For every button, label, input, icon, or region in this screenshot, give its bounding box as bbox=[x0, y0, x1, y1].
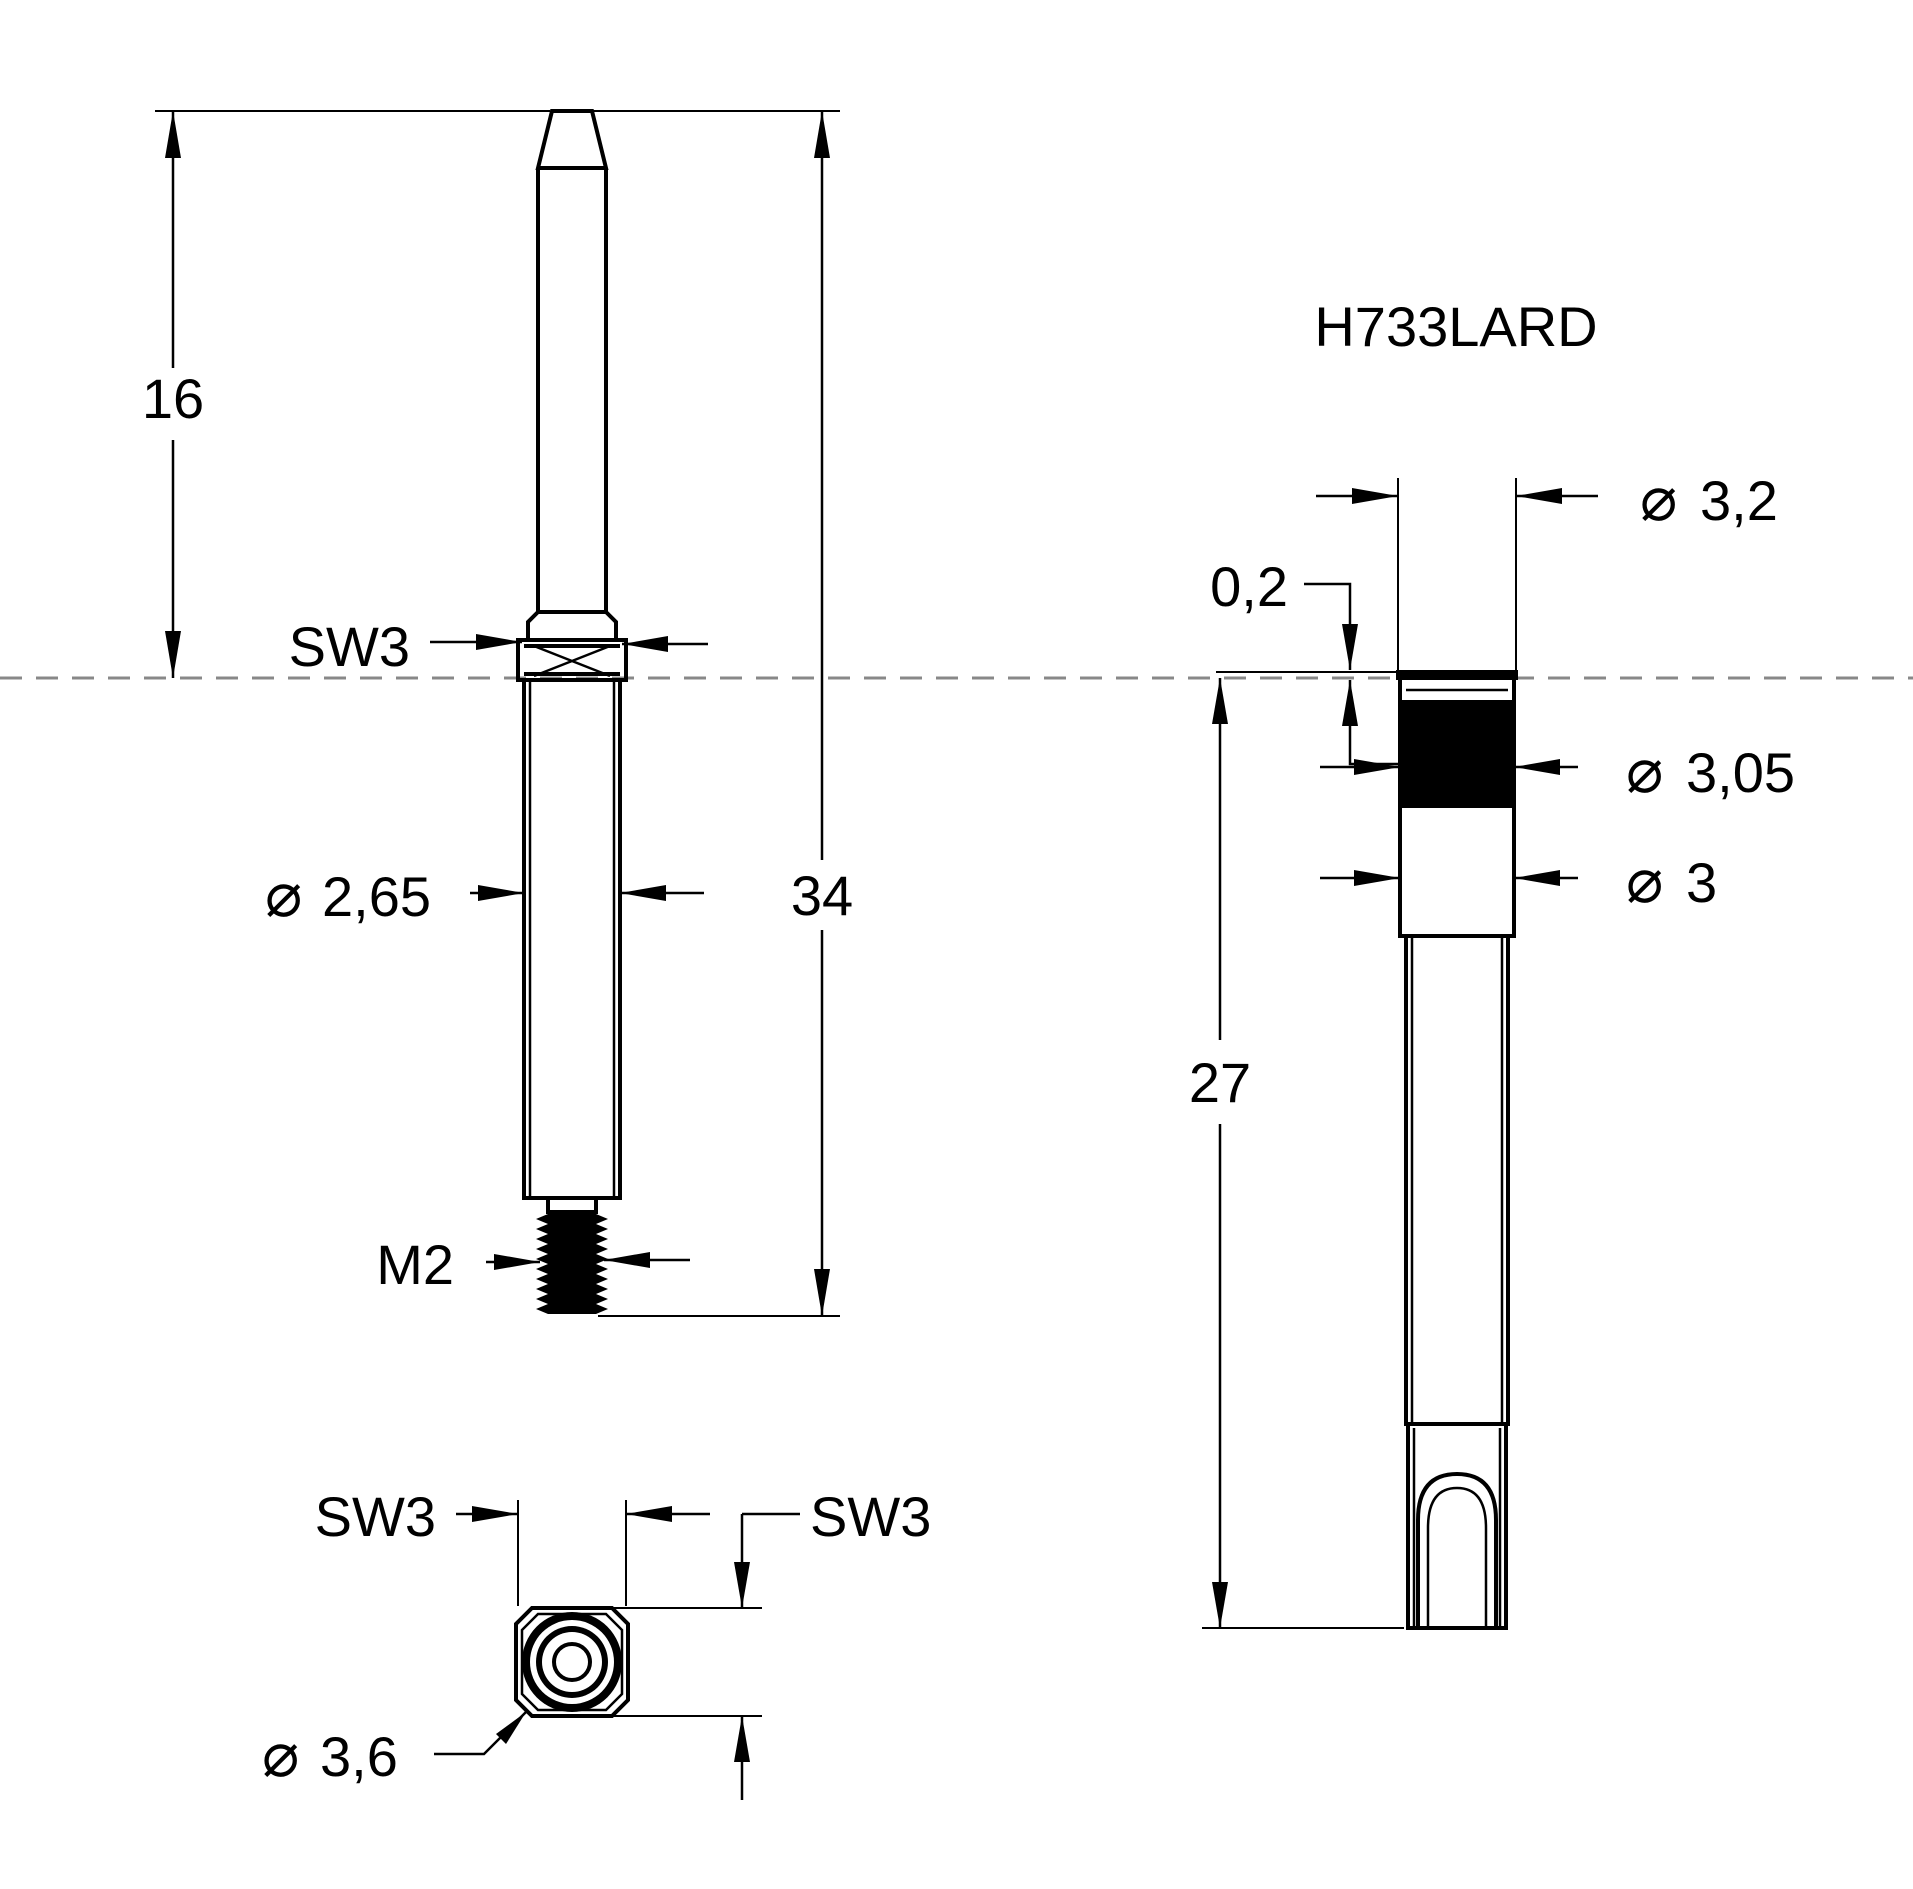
m2-label: M2 bbox=[376, 1233, 454, 1296]
collar-top bbox=[526, 610, 618, 642]
sw3-bottom-right-label: SW3 bbox=[810, 1485, 931, 1548]
thread-neck bbox=[546, 1198, 598, 1214]
upper-shaft bbox=[536, 168, 608, 612]
knurled-band bbox=[1400, 700, 1514, 808]
probe-tip bbox=[535, 109, 609, 170]
dia-305-label: 3,05 bbox=[1686, 741, 1795, 804]
dim-16-label: 16 bbox=[142, 367, 204, 430]
dia-36-label: 3,6 bbox=[320, 1725, 398, 1788]
slotted-end bbox=[1406, 1424, 1508, 1630]
dia-3-symbol: ⌀ bbox=[1626, 844, 1663, 917]
dia-305-symbol: ⌀ bbox=[1626, 734, 1663, 807]
dia-265-label: 2,65 bbox=[322, 865, 431, 928]
dia-36-symbol: ⌀ bbox=[262, 1718, 299, 1791]
dia-32-symbol: ⌀ bbox=[1640, 462, 1677, 535]
dim-34-label: 34 bbox=[791, 864, 853, 927]
left-part-bottom-view: SW3 SW3 ⌀ 3,6 bbox=[262, 1485, 931, 1800]
sw3-side-label: SW3 bbox=[289, 615, 410, 678]
dim-27-label: 27 bbox=[1189, 1051, 1251, 1114]
hex-flange-cross bbox=[533, 644, 611, 678]
dia-3-label: 3 bbox=[1686, 851, 1717, 914]
dia-265-symbol: ⌀ bbox=[265, 858, 302, 931]
top-cap bbox=[1396, 670, 1518, 680]
thread-teeth bbox=[536, 1214, 608, 1314]
left-part-side-view: 16 34 SW3 ⌀ 2,65 M2 bbox=[142, 109, 853, 1317]
center-bore bbox=[552, 1642, 592, 1682]
lower-body bbox=[522, 678, 622, 1200]
m2-thread bbox=[536, 1214, 608, 1314]
sw3-bottom-left-label: SW3 bbox=[315, 1485, 436, 1548]
dia-32-label: 3,2 bbox=[1700, 469, 1778, 532]
dim-02-label: 0,2 bbox=[1210, 555, 1288, 618]
part-number: H733LARD bbox=[1314, 295, 1597, 358]
slot bbox=[1416, 1471, 1498, 1628]
right-part: H733LARD ⌀ 3,2 0,2 ⌀ bbox=[1189, 295, 1795, 1630]
lower-shaft bbox=[1404, 936, 1510, 1426]
